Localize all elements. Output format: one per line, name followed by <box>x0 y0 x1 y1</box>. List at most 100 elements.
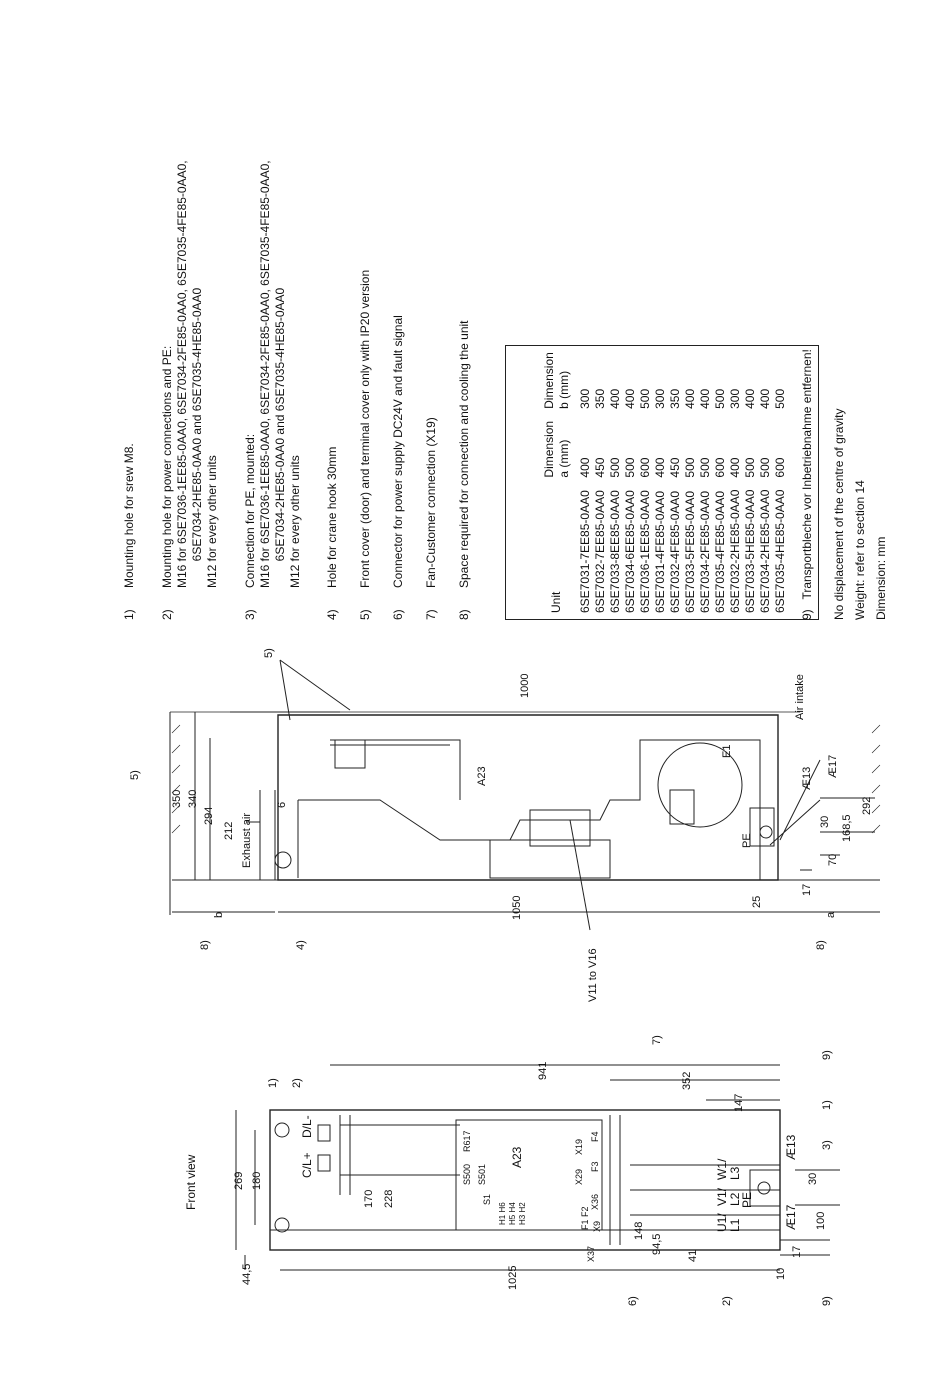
exhaust-air-label: Exhaust air <box>241 812 253 868</box>
note-4: 4)Hole for crane hook 30mm <box>325 446 339 620</box>
gravity-note: No displacement of the centre of gravity <box>832 408 846 620</box>
dim-1025: 1025 <box>507 1265 519 1290</box>
table-cell-b: 500 <box>773 388 787 409</box>
table-cell-a: 500 <box>608 457 622 478</box>
v1-l2-label: V1/ L2 <box>715 1187 742 1206</box>
front-view <box>235 1064 840 1271</box>
dim-a: a <box>825 911 837 918</box>
front-view-title: Front view <box>184 1154 198 1210</box>
h-leds-label: H1 H6 H5 H4 H3 H2 <box>498 1202 527 1225</box>
front-ref-2: 2) <box>291 1078 303 1088</box>
table-cell-b: 300 <box>578 388 592 409</box>
dim-269: 269 <box>233 1171 245 1190</box>
table-row: 6SE7031-4FE85-0AA0 400 300 <box>653 346 668 619</box>
table-cell-unit: 6SE7032-2HE85-0AA0 <box>728 489 742 613</box>
ref-4: 4) <box>295 940 307 950</box>
dim-30-side: 30 <box>819 815 831 828</box>
table-cell-unit: 6SE7034-2FE85-0AA0 <box>698 490 712 613</box>
table-cell-a: 450 <box>668 457 682 478</box>
table-cell-b: 400 <box>608 388 622 409</box>
table-cell-unit: 6SE7035-4FE85-0AA0 <box>713 490 727 613</box>
front-ref-9-b: 9) <box>821 1296 833 1306</box>
c-l-plus-label: C/L+ <box>300 1152 314 1178</box>
table-cell-unit: 6SE7033-5FE85-0AA0 <box>683 490 697 613</box>
table-cell-b: 350 <box>593 388 607 409</box>
dim-352: 352 <box>681 1071 693 1090</box>
table-cell-a: 500 <box>623 457 637 478</box>
dim-100: 100 <box>815 1211 827 1230</box>
dim-94-5: 94,5 <box>651 1233 663 1255</box>
front-ref-1-b: 1) <box>821 1100 833 1110</box>
dim-168-5: 168,5 <box>841 814 853 842</box>
note-5: 5)Front cover (door) and terminal cover … <box>358 269 372 620</box>
dim-941: 941 <box>537 1061 549 1080</box>
table-header-b: Dimension b (mm) <box>542 352 571 409</box>
dim-17-front: 17 <box>791 1245 803 1258</box>
dim-6: 6 <box>276 801 288 808</box>
dim-340: 340 <box>187 789 199 808</box>
dim-212: 212 <box>223 821 235 840</box>
e1-label: E1 <box>721 744 733 758</box>
u1-l1-label: U1/ L1 <box>715 1213 742 1232</box>
table-cell-unit: 6SE7034-2HE85-0AA0 <box>758 489 772 613</box>
front-a23-label: A23 <box>510 1146 524 1168</box>
table-cell-unit: 6SE7033-8EE85-0AA0 <box>608 490 622 613</box>
dim-1000: 1000 <box>519 673 531 698</box>
note-3: 3)Connection for PE, mounted: M16 for 6S… <box>243 160 302 620</box>
dimension-note: Dimension: mm <box>874 536 888 620</box>
ref-8-a: 8) <box>199 940 211 950</box>
side-pe-label: PE <box>741 833 753 848</box>
w1-l3-label: W1/ L3 <box>715 1158 742 1180</box>
table-row: 6SE7033-8EE85-0AA0 500 400 <box>608 346 623 619</box>
dim-1050: 1050 <box>511 895 523 920</box>
table-cell-a: 600 <box>773 457 787 478</box>
s500-s501-label: S500 S501 <box>462 1163 487 1185</box>
dim-292: 292 <box>861 796 873 815</box>
d-l-minus-label: D/L- <box>300 1115 314 1138</box>
ref-5-b: 5) <box>263 648 275 658</box>
s1-label: S1 <box>482 1193 492 1205</box>
front-ref-3: 3) <box>821 1140 833 1150</box>
table-cell-a: 400 <box>653 457 667 478</box>
table-cell-unit: 6SE7031-4FE85-0AA0 <box>653 490 667 613</box>
table-cell-b: 400 <box>683 388 697 409</box>
table-header-a: Dimension a (mm) <box>542 420 571 478</box>
table-cell-b: 500 <box>638 388 652 409</box>
dim-294: 294 <box>203 806 215 825</box>
f4-label: F4 <box>590 1131 600 1142</box>
table-row: 6SE7032-2HE85-0AA0 400 300 <box>728 346 743 619</box>
table-cell-b: 300 <box>728 388 742 409</box>
note-8: 8)Space required for connection and cool… <box>457 320 471 620</box>
table-cell-unit: 6SE7032-4FE85-0AA0 <box>668 490 682 613</box>
side-view <box>169 659 881 931</box>
table-cell-b: 300 <box>653 388 667 409</box>
table-cell-b: 400 <box>758 388 772 409</box>
table-cell-a: 400 <box>728 457 742 478</box>
dim-30-front: 30 <box>807 1172 819 1185</box>
dim-180: 180 <box>251 1171 263 1190</box>
front-ref-7: 7) <box>651 1035 663 1045</box>
front-ae17-label: Æ17 <box>784 1204 798 1230</box>
dim-148: 148 <box>633 1221 645 1240</box>
ref-8-b: 8) <box>815 940 827 950</box>
weight-note: Weight: refer to section 14 <box>853 480 867 620</box>
dim-41: 41 <box>687 1249 699 1262</box>
note-1: 1)Mounting hole for srew M8. <box>122 443 136 620</box>
front-ref-2-b: 2) <box>721 1296 733 1306</box>
table-header-unit: Unit <box>548 591 563 613</box>
dimension-table: Unit Dimension a (mm) Dimension b (mm) 6… <box>505 345 819 620</box>
v11-v16-label: V11 to V16 <box>587 948 599 1002</box>
